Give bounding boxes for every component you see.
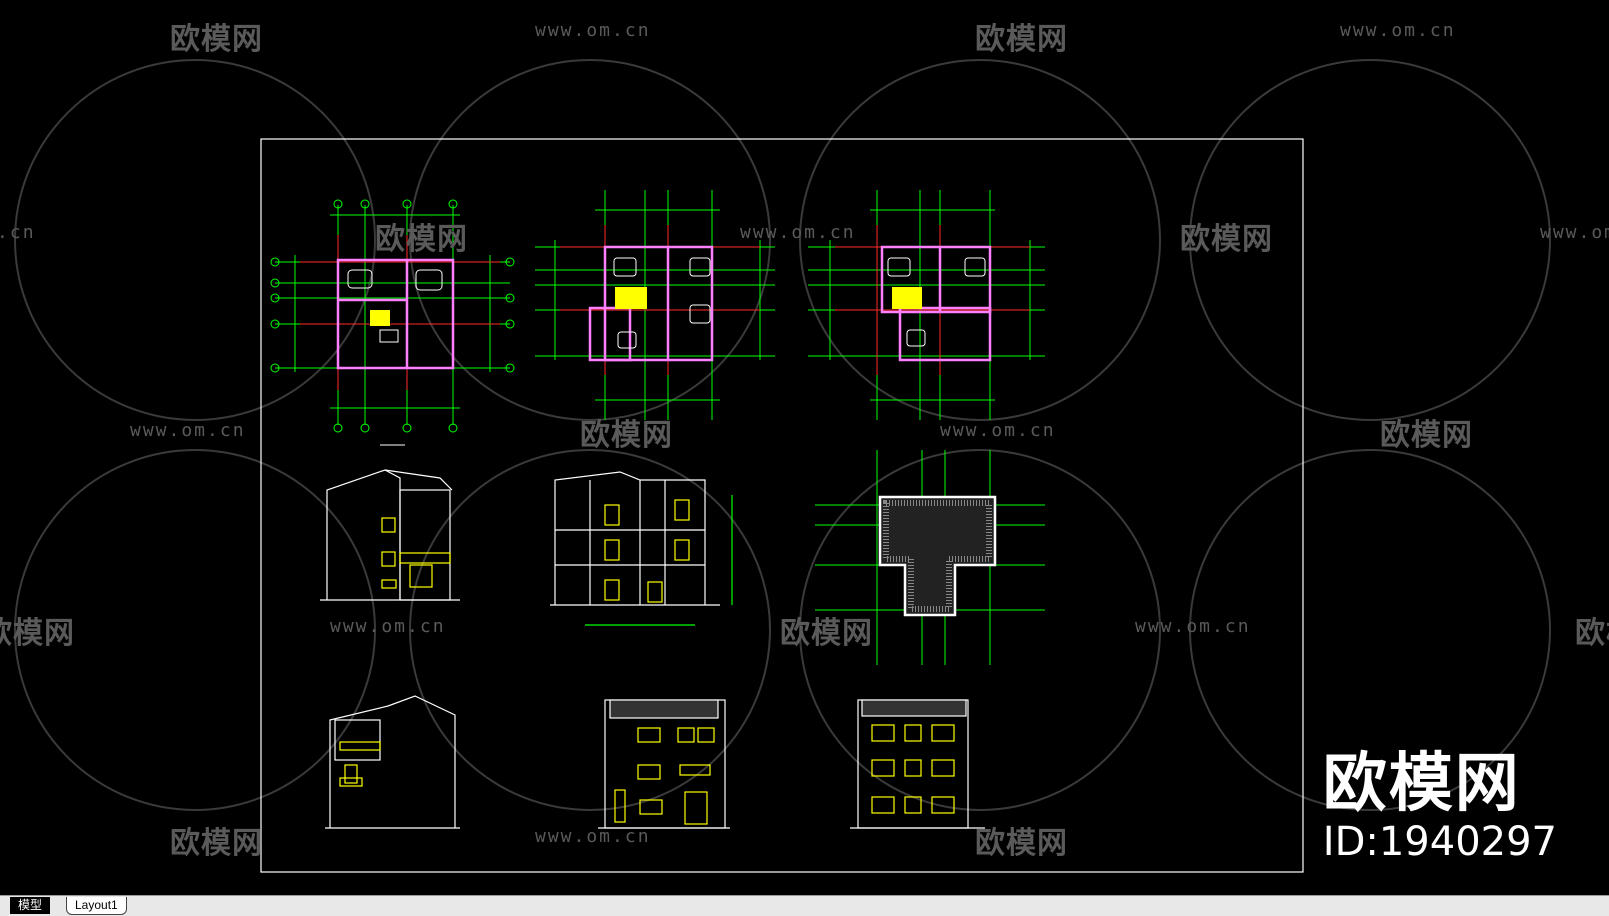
roof-plan [815, 450, 1045, 665]
watermark-logo: 欧模网 [1380, 418, 1473, 453]
watermark-url: www.om.cn [1340, 20, 1456, 41]
watermark-url: www.om.cn [1135, 616, 1251, 637]
brand-name: 欧模网 [1322, 747, 1521, 821]
section-view [550, 471, 733, 626]
tab-layout1[interactable]: Layout1 [66, 897, 127, 915]
watermark-url: www.om.cn [535, 20, 651, 41]
side-elevation-2 [325, 695, 460, 829]
watermark-logo: 欧模网 [580, 418, 673, 453]
rear-elevation [850, 699, 985, 829]
brand-id: ID:1940297 [1322, 819, 1557, 865]
floor-plan-3 [808, 190, 1045, 420]
cad-drawing-canvas[interactable]: 欧模网 www.om.cn 欧模网 www.om.cn www.om.cn 欧模… [0, 0, 1609, 895]
side-elevation-1 [320, 469, 460, 601]
watermark-logo: 欧模网 [1180, 222, 1273, 257]
watermark-logo: 欧模网 [1575, 616, 1609, 651]
watermark-url: www.om.cn [1540, 222, 1609, 243]
brand-watermark: 欧模网 ID:1940297 [1323, 752, 1557, 862]
watermark-logo: 欧模网 [170, 22, 263, 57]
watermark-logo: 欧模网 [975, 826, 1068, 861]
watermark-logo: 欧模网 [780, 616, 873, 651]
watermark-circles [14, 59, 1551, 811]
watermark-url: www.om.cn [0, 222, 36, 243]
floor-plan-2 [535, 190, 775, 420]
tab-model[interactable]: 模型 [10, 897, 51, 914]
layout-frame [260, 138, 1304, 873]
watermark-logo: 欧模网 [375, 222, 468, 257]
floor-plan-1 [270, 199, 515, 446]
watermark-url: www.om.cn [330, 616, 446, 637]
cad-drawing [14, 59, 1551, 873]
watermark-url: www.om.cn [940, 420, 1056, 441]
watermark-url: www.om.cn [130, 420, 246, 441]
watermark-url: www.om.cn [740, 222, 856, 243]
watermark-logo: 欧模网 [0, 616, 75, 651]
watermark-url: www.om.cn [535, 826, 651, 847]
layout-tab-bar: 模型 Layout1 [0, 895, 1609, 916]
watermark-logo: 欧模网 [170, 826, 263, 861]
watermark-logo: 欧模网 [975, 22, 1068, 57]
front-elevation [598, 699, 730, 829]
